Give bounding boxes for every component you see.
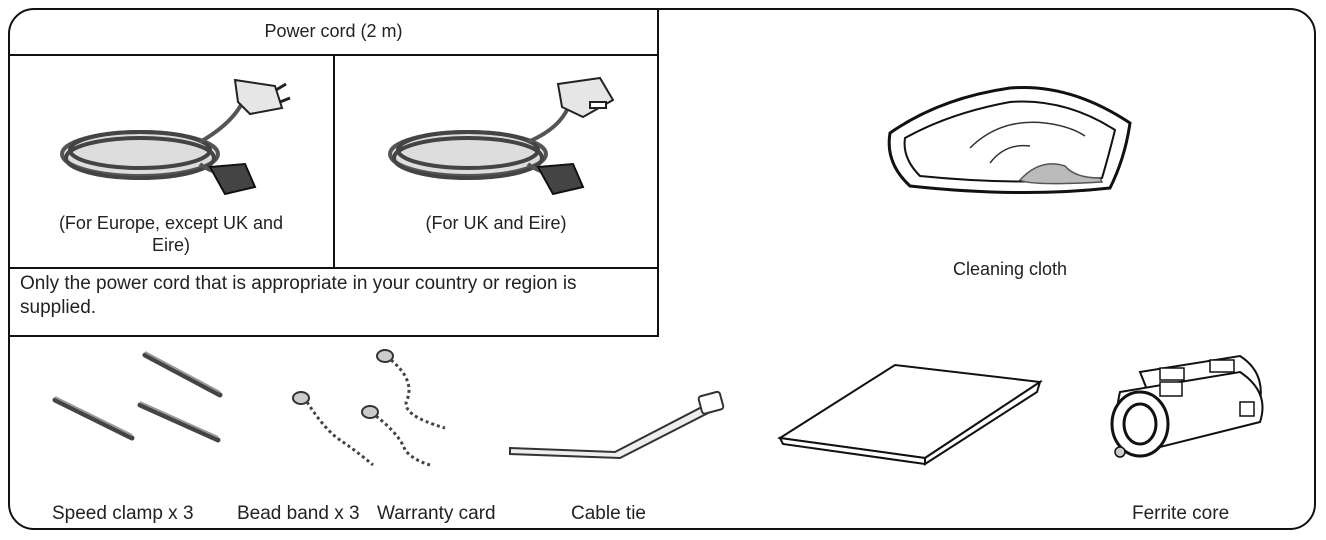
europe-power-cord-image xyxy=(60,78,291,196)
uk-power-cord-image xyxy=(388,76,615,196)
europe-cord-caption: (For Europe, except UK and Eire) xyxy=(58,213,284,255)
ferrite-core-label: Ferrite core xyxy=(1132,503,1230,524)
power-cord-title: Power cord (2 m) xyxy=(264,21,403,41)
uk-cord-caption: (For UK and Eire) xyxy=(425,213,567,233)
speed-clamp-image xyxy=(52,351,223,443)
bead-band-image xyxy=(292,349,446,467)
cleaning-cloth-image xyxy=(887,85,1132,195)
cable-tie-image xyxy=(509,390,725,460)
ferrite-core-image xyxy=(1110,354,1264,458)
bead-band-label: Bead band x 3 xyxy=(237,503,360,524)
cable-tie-label: Cable tie xyxy=(571,503,646,524)
warranty-card-label: Warranty card xyxy=(377,503,496,524)
speed-clamp-label: Speed clamp x 3 xyxy=(52,503,194,524)
warranty-card-image xyxy=(777,363,1043,466)
power-cord-note: Only the power cord that is appropriate … xyxy=(20,273,577,318)
accessories-frame xyxy=(8,8,1316,530)
cleaning-cloth-label: Cleaning cloth xyxy=(952,259,1068,279)
power-cord-note-cell xyxy=(8,267,659,337)
